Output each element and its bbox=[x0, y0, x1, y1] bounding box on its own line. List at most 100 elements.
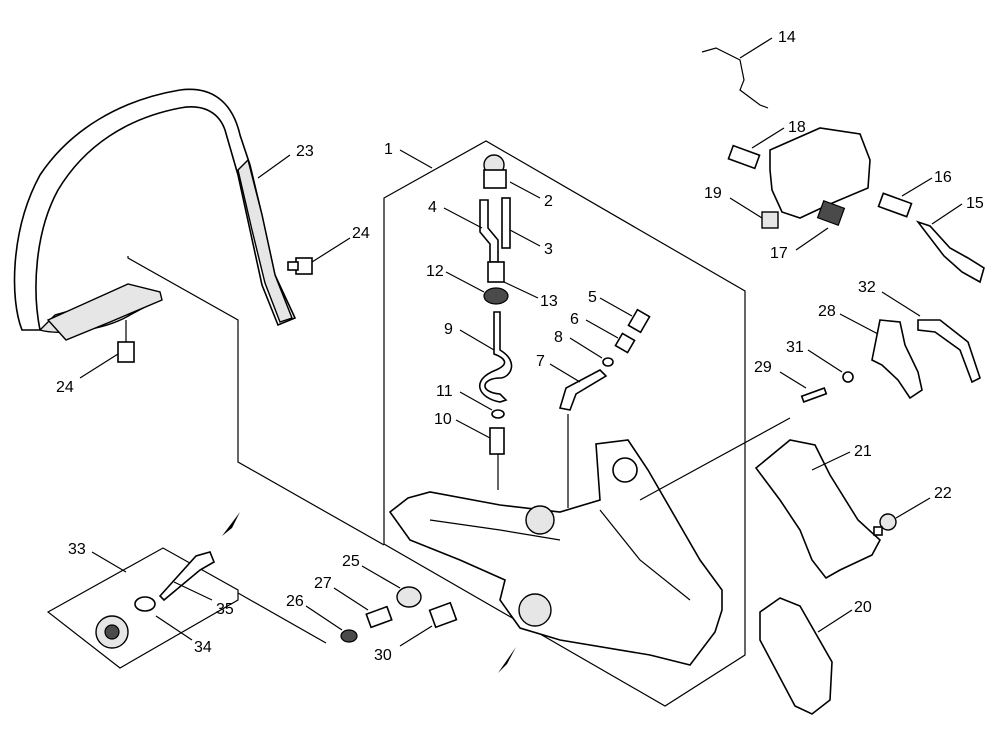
callout-25: 25 bbox=[342, 553, 360, 570]
cap-leader bbox=[237, 592, 327, 644]
leader-26 bbox=[305, 605, 343, 631]
callout-31: 31 bbox=[786, 339, 804, 356]
callout-16: 16 bbox=[934, 169, 952, 186]
callout-3: 3 bbox=[544, 241, 553, 258]
callout-27: 27 bbox=[314, 575, 332, 592]
leader-9 bbox=[459, 329, 495, 351]
leader-29 bbox=[779, 371, 807, 389]
leader-28 bbox=[839, 313, 879, 335]
callout-5: 5 bbox=[588, 289, 597, 306]
cap-strap-35 bbox=[158, 551, 216, 602]
callout-20: 20 bbox=[854, 599, 872, 616]
leader-13 bbox=[503, 281, 539, 299]
bolt-27 bbox=[365, 605, 393, 629]
assembly-outline-handle bbox=[127, 256, 385, 546]
leader-33 bbox=[91, 551, 127, 573]
throttle-trigger-28 bbox=[871, 319, 923, 400]
lever-32 bbox=[917, 319, 981, 384]
bushing-13 bbox=[487, 261, 505, 283]
bolt-30 bbox=[428, 601, 458, 629]
callout-11: 11 bbox=[436, 383, 453, 400]
leader-5 bbox=[599, 297, 633, 317]
callout-8: 8 bbox=[554, 329, 563, 346]
leader-17 bbox=[795, 227, 829, 251]
callout-2: 2 bbox=[544, 193, 553, 210]
leader-7 bbox=[549, 363, 581, 383]
leader-1 bbox=[399, 149, 433, 169]
grommet-12 bbox=[483, 287, 509, 305]
callout-14: 14 bbox=[778, 29, 796, 46]
switch-18 bbox=[727, 144, 761, 170]
oil-pipe-5 bbox=[627, 308, 651, 334]
callout-24-left: 24 bbox=[56, 379, 74, 396]
switch-plate bbox=[769, 127, 871, 219]
leader-19 bbox=[729, 197, 763, 219]
leader-32 bbox=[881, 291, 921, 317]
callout-4: 4 bbox=[428, 199, 437, 216]
assembly-outline-cap bbox=[46, 547, 239, 669]
callout-24-right: 24 bbox=[352, 225, 370, 242]
oil-pipe-6 bbox=[614, 332, 636, 354]
leader-rod bbox=[639, 417, 791, 501]
callout-29: 29 bbox=[754, 359, 772, 376]
bushing-19 bbox=[761, 211, 779, 229]
fuel-pipe-4 bbox=[479, 199, 499, 263]
leader-31 bbox=[807, 349, 843, 373]
bolt-24-left bbox=[117, 320, 135, 363]
callout-32: 32 bbox=[858, 279, 876, 296]
pin-29 bbox=[800, 387, 828, 403]
leader-25 bbox=[361, 565, 401, 589]
leader-22 bbox=[895, 497, 931, 519]
callout-33: 33 bbox=[68, 541, 86, 558]
leader-18 bbox=[751, 127, 785, 149]
callout-7: 7 bbox=[536, 353, 545, 370]
plug-25 bbox=[396, 586, 422, 608]
filter-10 bbox=[489, 427, 505, 455]
leader-23 bbox=[257, 154, 291, 179]
fuel-pipe-3 bbox=[501, 197, 511, 249]
callout-34: 34 bbox=[194, 639, 212, 656]
callout-21: 21 bbox=[854, 443, 872, 460]
oring-34 bbox=[134, 596, 156, 612]
leader-3 bbox=[509, 229, 541, 247]
callout-23: 23 bbox=[296, 143, 314, 160]
leader-16 bbox=[901, 177, 933, 197]
handle-cover-21 bbox=[754, 439, 881, 580]
leader-15 bbox=[931, 203, 963, 225]
arrow-up-icon bbox=[222, 512, 240, 536]
callout-30: 30 bbox=[374, 647, 392, 664]
callout-19: 19 bbox=[704, 185, 722, 202]
cap-inner bbox=[104, 624, 120, 640]
callout-28: 28 bbox=[818, 303, 836, 320]
bolt-24-right bbox=[287, 257, 313, 275]
callout-15: 15 bbox=[966, 195, 984, 212]
leader-2 bbox=[509, 181, 541, 199]
bushing-16 bbox=[877, 192, 913, 218]
callout-9: 9 bbox=[444, 321, 453, 338]
leader-14 bbox=[739, 37, 773, 59]
callout-18: 18 bbox=[788, 119, 806, 136]
tank-body bbox=[388, 439, 723, 666]
leader-6 bbox=[585, 319, 619, 339]
oring-8 bbox=[602, 357, 614, 367]
spring-31 bbox=[842, 371, 854, 383]
callout-12: 12 bbox=[426, 263, 444, 280]
leader-30 bbox=[399, 625, 433, 647]
handle-bracket bbox=[46, 283, 163, 341]
primer-bulb bbox=[483, 154, 507, 189]
washer-26 bbox=[340, 629, 358, 643]
leader-24a bbox=[311, 237, 351, 263]
callout-35: 35 bbox=[216, 601, 234, 618]
wire-14 bbox=[701, 47, 769, 109]
leader-35 bbox=[173, 581, 213, 601]
callout-17: 17 bbox=[770, 245, 788, 262]
oil-hose-7 bbox=[558, 369, 608, 411]
assembly-outline-main bbox=[383, 140, 746, 707]
arrow-down-icon bbox=[498, 647, 516, 673]
callout-1: 1 bbox=[384, 141, 393, 158]
leader-34 bbox=[155, 615, 193, 641]
rod-15 bbox=[915, 220, 985, 284]
leader-20 bbox=[817, 609, 853, 633]
leader-24b bbox=[79, 353, 119, 379]
